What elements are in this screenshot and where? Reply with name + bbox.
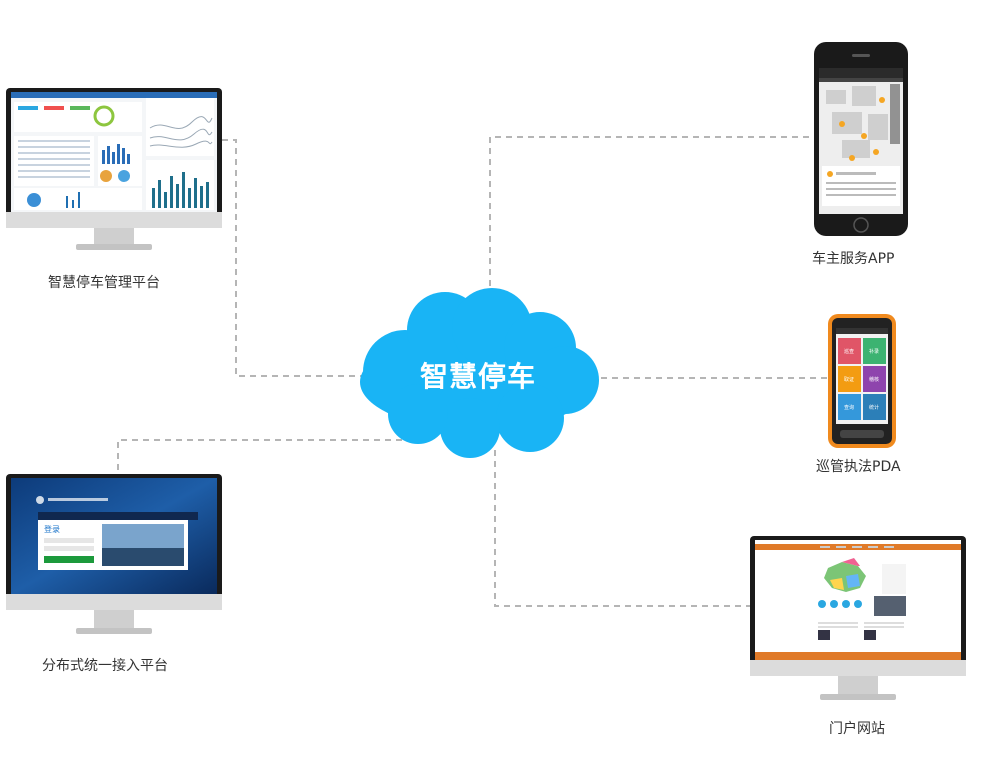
portal-website-monitor (750, 536, 966, 700)
owner-app-phone (814, 42, 908, 236)
portal-website-label: 门户网站 (829, 721, 885, 737)
connector-mgmt (222, 139, 380, 377)
access-platform-monitor: 登录 (6, 474, 222, 634)
center-title: 智慧停车 (419, 360, 536, 393)
pda-tile-4: 查询 (844, 404, 854, 411)
pda-tile-2: 取证 (844, 376, 854, 383)
owner-app-label: 车主服务APP (812, 251, 895, 267)
connector-access (117, 439, 410, 470)
management-platform-label: 智慧停车管理平台 (48, 275, 160, 291)
patrol-pda-label: 巡管执法PDA (816, 459, 901, 475)
connector-app (489, 136, 815, 308)
pda-tile-0: 巡查 (844, 348, 854, 355)
access-platform-label: 分布式统一接入平台 (42, 658, 168, 674)
connector-portal (494, 450, 752, 607)
pda-tile-5: 统计 (869, 404, 879, 411)
management-platform-monitor (6, 88, 222, 250)
pda-tile-1: 补录 (869, 348, 879, 355)
access-login-title: 登录 (44, 524, 60, 534)
patrol-pda: 巡查 补录 取证 稽核 查询 统计 (828, 314, 896, 448)
pda-tile-3: 稽核 (869, 376, 879, 383)
